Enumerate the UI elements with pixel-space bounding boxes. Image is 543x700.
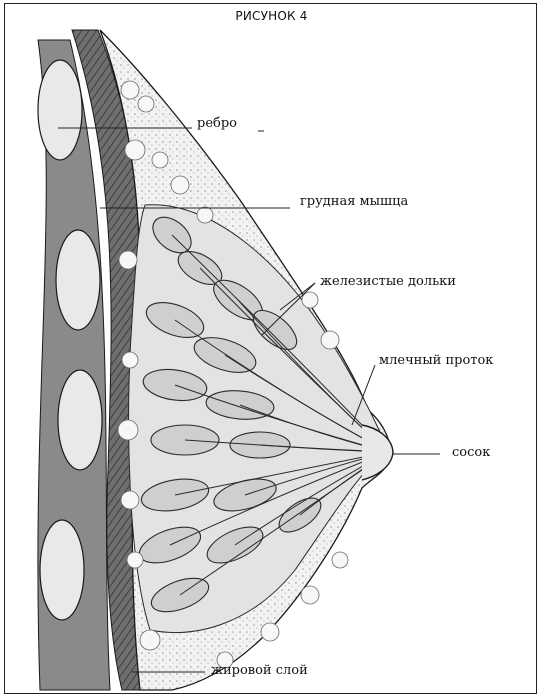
- label-nipple: сосок: [452, 446, 490, 459]
- label-fat-layer: жировой слой: [211, 664, 308, 677]
- rib-4: [40, 520, 84, 620]
- label-pectoral-muscle: грудная мышца: [300, 195, 408, 208]
- label-glandular-lobules: железистые дольки: [320, 275, 456, 288]
- rib-3: [58, 370, 102, 470]
- label-rib: ребро: [197, 117, 237, 130]
- rib-1: [38, 60, 82, 160]
- nipple: [362, 425, 393, 480]
- label-milk-duct: млечный проток: [379, 354, 493, 367]
- rib-2: [56, 230, 100, 330]
